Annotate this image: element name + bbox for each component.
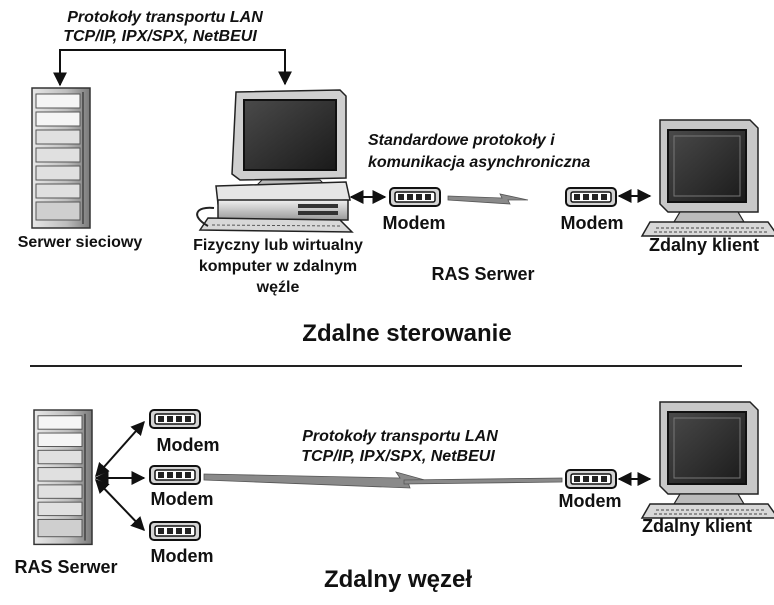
computer-label-line3: węźle [256, 279, 300, 296]
modem-label-right: Modem [561, 213, 624, 233]
modem-label-left: Modem [383, 213, 446, 233]
section-title-remote-node: Zdalny węzeł [324, 566, 472, 593]
lan-protocols-bottom-line2: TCP/IP, IPX/SPX, NetBEUI [301, 448, 495, 465]
std-protocols-label-line2: komunikacja asynchroniczna [368, 154, 590, 171]
remote-client-icon [641, 401, 774, 519]
dialup-link-bottom-b [403, 477, 563, 485]
remote-client-label-bottom: Zdalny klient [642, 516, 752, 536]
server-modem-link-3 [95, 478, 145, 532]
lan-protocols-bottom-line1: Protokoły transportu LAN [302, 428, 498, 445]
network-server-label: Serwer sieciowy [18, 234, 143, 251]
dialup-link-top [447, 193, 529, 205]
modem-label-3: Modem [151, 546, 214, 566]
modem-label-1: Modem [157, 435, 220, 455]
remote-client-label-top: Zdalny klient [649, 235, 759, 255]
lan-link-bracket [53, 49, 292, 87]
lan-protocols-label-line2: TCP/IP, IPX/SPX, NetBEUI [63, 28, 257, 45]
ras-server-icon [33, 409, 93, 546]
std-protocols-label-line1: Standardowe protokoły i [368, 132, 555, 149]
section-title-remote-control: Zdalne sterowanie [302, 320, 511, 347]
server-modem-link-1 [95, 420, 145, 478]
modem-icon [149, 465, 201, 485]
lan-protocols-label-line1: Protokoły transportu LAN [67, 9, 263, 26]
ras-server-label-top: RAS Serwer [431, 264, 534, 284]
modem-icon [565, 187, 617, 207]
computer-label-line2: komputer w zdalnym [199, 258, 357, 275]
modem-icon [565, 469, 617, 489]
modem-icon [149, 409, 201, 429]
network-server-icon [31, 87, 91, 229]
modem-icon [389, 187, 441, 207]
modem-icon [149, 521, 201, 541]
modem-label-2: Modem [151, 489, 214, 509]
ras-server-label-bottom: RAS Serwer [14, 557, 117, 577]
desktop-computer-icon [196, 89, 354, 233]
remote-client-icon [641, 119, 774, 237]
computer-label-line1: Fizyczny lub wirtualny [193, 237, 363, 254]
dialup-link-bottom-a [203, 471, 433, 489]
modem-label-remote: Modem [559, 491, 622, 511]
